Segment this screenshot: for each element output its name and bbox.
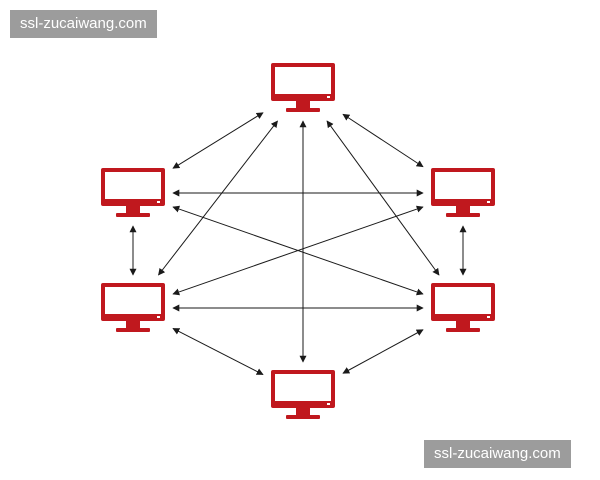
monitor-icon-lower-left — [101, 283, 165, 332]
nodes-layer — [101, 63, 495, 419]
monitor-icon-bottom — [271, 370, 335, 419]
connection-upper-right-lower-left — [172, 205, 424, 296]
connection-top-lower-right — [326, 120, 440, 276]
monitor-icon-upper-left — [101, 168, 165, 217]
watermark-bottom-right: ssl-zucaiwang.com — [424, 440, 571, 468]
connections-layer — [129, 112, 467, 375]
monitor-icon-lower-right — [431, 283, 495, 332]
connection-top-lower-left — [158, 120, 278, 276]
connection-lower-right-bottom — [342, 329, 424, 374]
monitor-icon-upper-right — [431, 168, 495, 217]
connection-top-upper-left — [172, 112, 264, 169]
watermark-top-left: ssl-zucaiwang.com — [10, 10, 157, 38]
monitor-icon-top — [271, 63, 335, 112]
connection-lower-left-bottom — [172, 328, 264, 375]
